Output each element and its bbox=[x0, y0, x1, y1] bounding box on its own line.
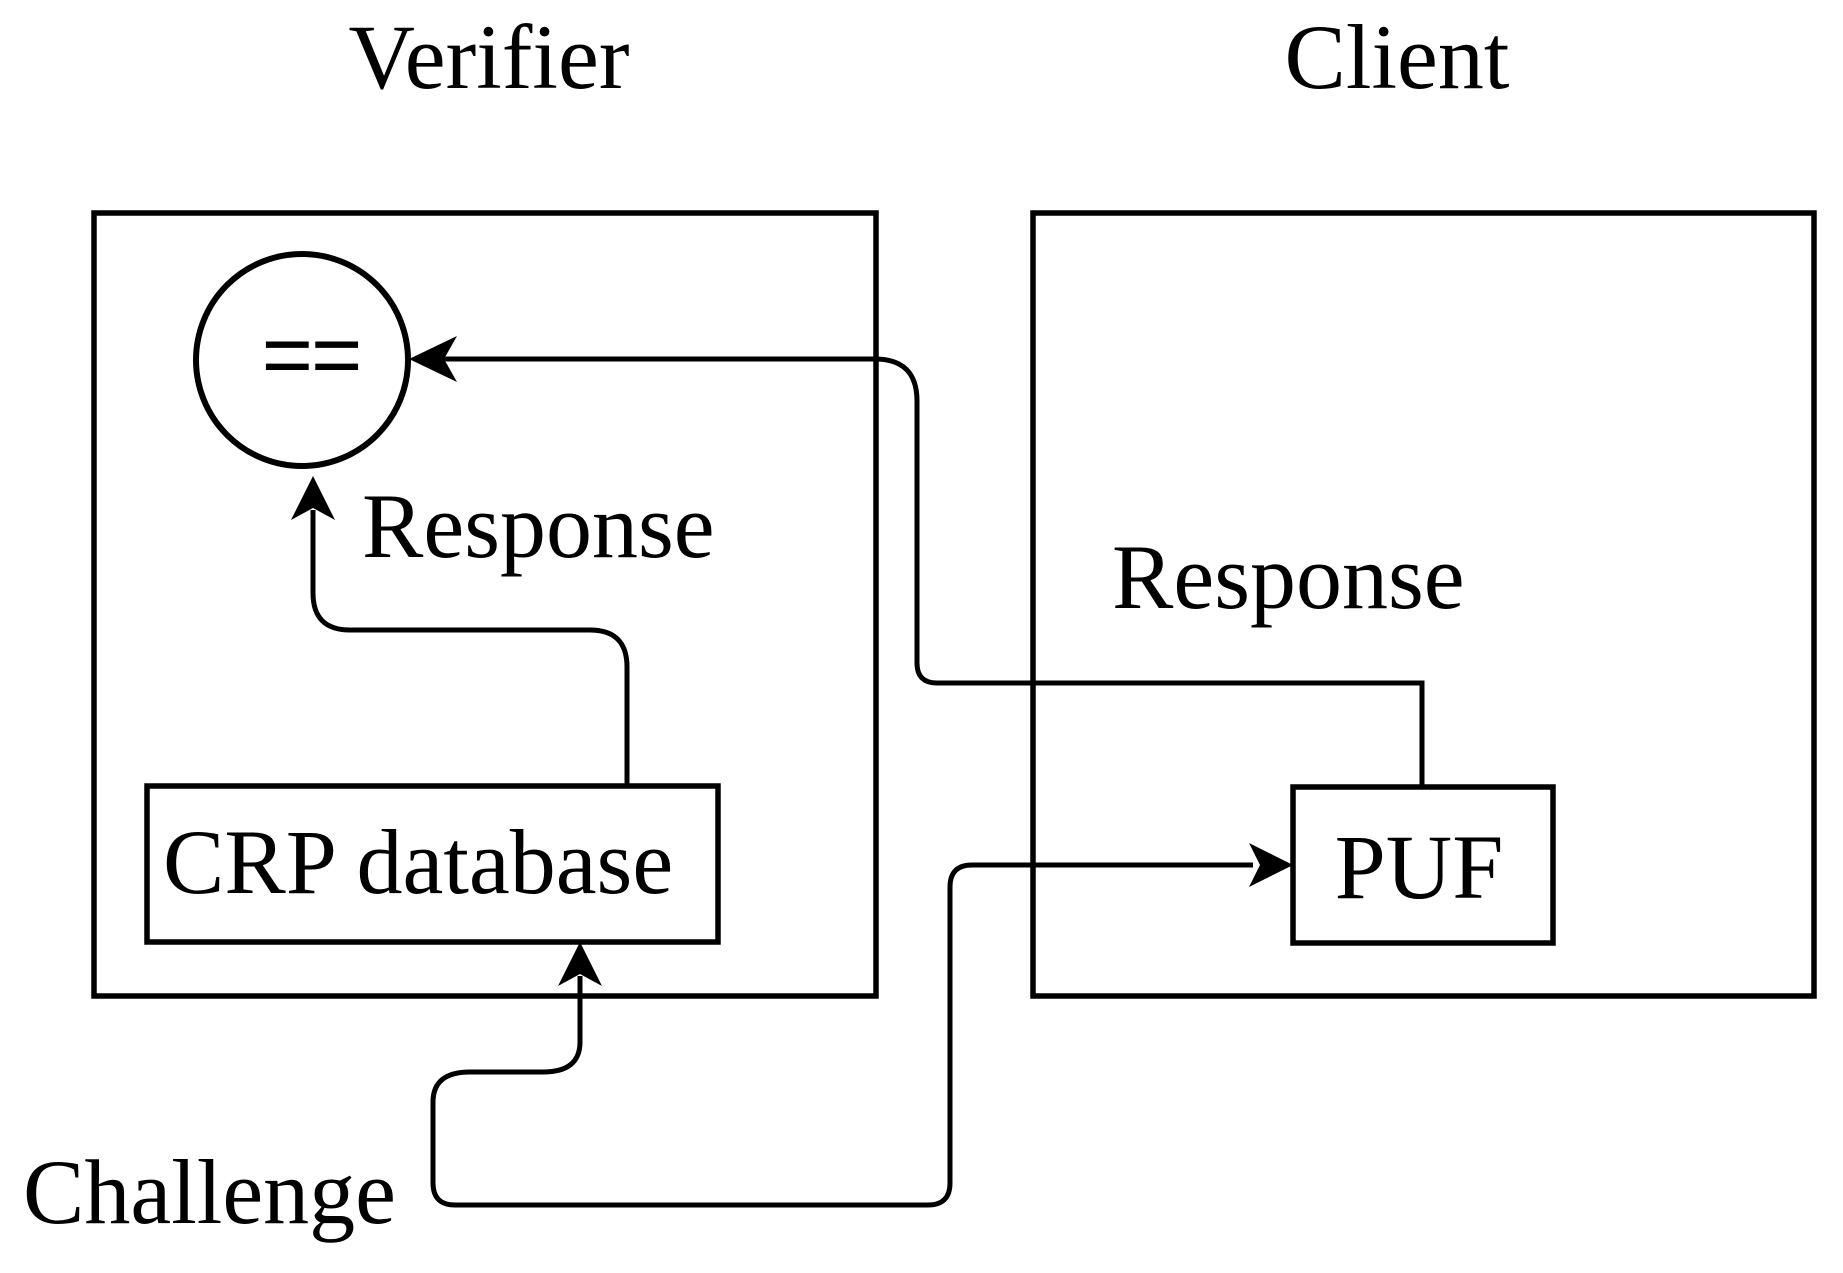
response-label-client: Response bbox=[1112, 526, 1465, 628]
puf-label: PUF bbox=[1335, 816, 1504, 918]
equals-operator: == bbox=[262, 305, 361, 404]
puf-box bbox=[1290, 784, 1556, 946]
arrowhead-right-into-puf-icon bbox=[1249, 843, 1293, 887]
arrowhead-up-into-crp-database-icon bbox=[558, 942, 602, 986]
crp-database-box bbox=[144, 783, 721, 945]
response-wire-crp-to-comparator bbox=[310, 510, 630, 786]
verifier-title: Verifier bbox=[349, 6, 630, 108]
arrowhead-left-into-comparator-icon bbox=[409, 336, 457, 382]
crp-database-label: CRP database bbox=[163, 811, 673, 913]
client-title: Client bbox=[1285, 6, 1510, 108]
challenge-wire bbox=[430, 862, 1253, 1208]
response-label-verifier: Response bbox=[362, 475, 715, 577]
arrowhead-up-into-comparator-icon bbox=[291, 476, 335, 520]
client-box bbox=[1030, 210, 1817, 999]
response-wire-client-to-comparator bbox=[444, 356, 1425, 787]
challenge-label: Challenge bbox=[23, 1141, 396, 1243]
comparator-circle bbox=[193, 251, 411, 469]
verifier-box bbox=[91, 210, 879, 999]
